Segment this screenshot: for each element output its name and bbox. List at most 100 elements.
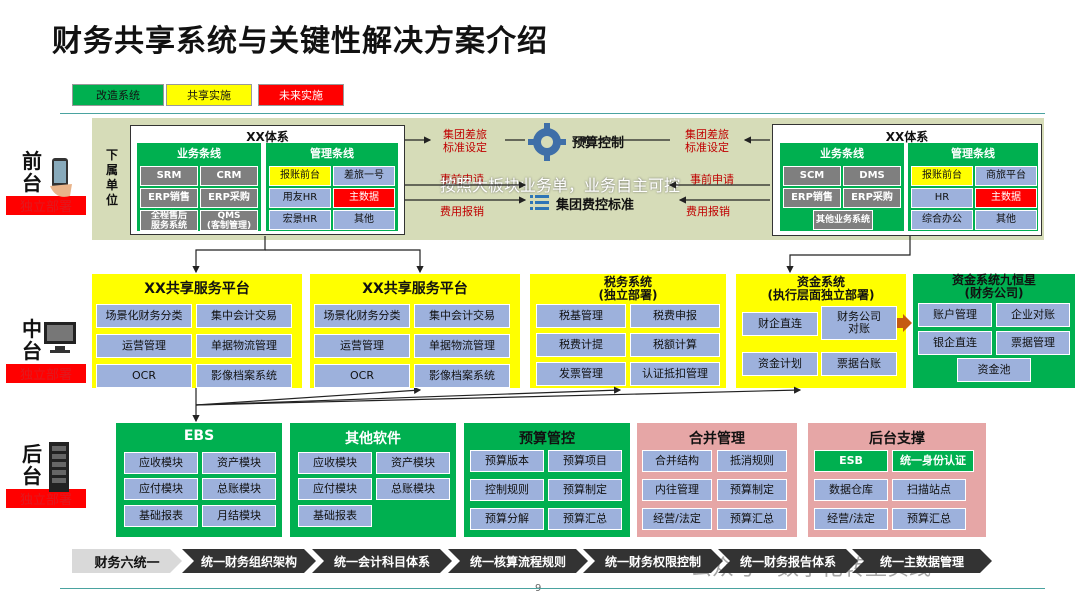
middle-label: 中 台 xyxy=(22,317,42,363)
gear-icon xyxy=(528,123,566,161)
consolidation-item: 经营/法定 xyxy=(642,508,712,530)
budget-item: 预算制定 xyxy=(548,479,622,501)
left-pre-application: 事前申请 xyxy=(440,173,484,186)
other-software-item: 基础报表 xyxy=(298,505,372,527)
front-layer-label: 前 台 独立部署 xyxy=(6,150,86,215)
tax-item: 税基管理 xyxy=(536,304,626,328)
erp-purchase-cell: ERP采购 xyxy=(200,188,258,208)
right-pre-application: 事前申请 xyxy=(690,173,734,186)
fund-item: 财务公司 对账 xyxy=(821,306,897,340)
left-travel-standard: 集团差旅 标准设定 xyxy=(443,128,487,154)
back-layer-label: 后 台 独立部署 xyxy=(6,442,86,508)
consolidation-title: 合并管理 xyxy=(689,431,745,447)
fund9-item: 资金池 xyxy=(957,358,1031,382)
other-software-item: 应付模块 xyxy=(298,478,372,500)
ssc2-title: XX共享服务平台 xyxy=(362,281,468,297)
other-software-title: 其他软件 xyxy=(345,431,401,447)
left-system-title: XX体系 xyxy=(246,130,289,144)
support-item: 预算汇总 xyxy=(892,508,966,530)
support-item: 数据仓库 xyxy=(814,479,888,501)
support-title: 后台支撑 xyxy=(869,431,925,447)
expense-standard-label: 集团费控标准 xyxy=(556,198,635,213)
ssc2-item: 集中会计交易 xyxy=(414,304,510,328)
ssc1-item: 影像档案系统 xyxy=(196,364,292,388)
fund-item: 财企直连 xyxy=(742,312,818,336)
right-travel-standard: 集团差旅 标准设定 xyxy=(685,128,729,154)
erp-sales-cell: ERP销售 xyxy=(140,188,198,208)
legend-yellow: 共享实施 xyxy=(166,84,252,106)
right-erp-purchase-cell: ERP采购 xyxy=(843,188,901,208)
budget-item: 预算分解 xyxy=(470,508,544,530)
phone-icon xyxy=(50,158,72,197)
ebs-title: EBS xyxy=(183,428,215,444)
tax-item: 发票管理 xyxy=(536,362,626,386)
office-cell: 综合办公 xyxy=(911,210,973,230)
other-software-item: 总账模块 xyxy=(376,478,450,500)
budget-item: 预算项目 xyxy=(548,450,622,472)
divider xyxy=(60,113,1045,114)
right-system-title: XX体系 xyxy=(885,130,929,144)
right-mgmt-title: 管理条线 xyxy=(951,147,995,160)
travel-cell: 差旅一号 xyxy=(333,166,395,186)
fund9-item: 票据管理 xyxy=(996,331,1070,355)
budget-item: 预算汇总 xyxy=(548,508,622,530)
fund-item: 资金计划 xyxy=(742,352,818,376)
ssc1-item: OCR xyxy=(96,364,192,388)
tax-item: 税费计提 xyxy=(536,333,626,357)
unification-step: 统一核算流程规则 xyxy=(448,549,588,573)
fund9-title: 资金系统九恒星 (财务公司) xyxy=(951,273,1036,300)
consolidation-item: 合并结构 xyxy=(642,450,712,472)
other-cell: 其他 xyxy=(333,210,395,230)
fund-title: 资金系统 (执行层面独立部署) xyxy=(767,275,875,302)
unification-step: 统一主数据管理 xyxy=(852,549,992,573)
back-sub: 独立部署 xyxy=(6,489,86,508)
other-software-item: 资产模块 xyxy=(376,452,450,474)
qms-cell: QMS (客制管理) xyxy=(200,210,258,231)
arrow-right-icon xyxy=(894,314,912,332)
right-erp-sales-cell: ERP销售 xyxy=(783,188,841,208)
right-report-front-cell: 报账前台 xyxy=(911,166,973,186)
ssc1-item: 运营管理 xyxy=(96,334,192,358)
business-travel-cell: 商旅平台 xyxy=(975,166,1037,186)
ebs-item: 应收模块 xyxy=(124,452,198,474)
support-item: 扫描站点 xyxy=(892,479,966,501)
ebs-item: 应付模块 xyxy=(124,478,198,500)
srm-cell: SRM xyxy=(140,166,198,186)
legend-red: 未来实施 xyxy=(258,84,344,106)
fund-item: 票据台账 xyxy=(821,352,897,376)
scm-cell: SCM xyxy=(783,166,841,186)
consolidation-item: 预算汇总 xyxy=(717,508,787,530)
left-mgmt-title: 管理条线 xyxy=(310,147,354,160)
page-title: 财务共享系统与关键性解决方案介绍 xyxy=(52,24,548,59)
right-hr-cell: HR xyxy=(911,188,973,208)
consolidation-item: 内往管理 xyxy=(642,479,712,501)
yonyou-hr-cell: 用友HR xyxy=(269,188,331,208)
tax-title: 税务系统 (独立部署) xyxy=(598,275,658,302)
budget-item: 控制规则 xyxy=(470,479,544,501)
left-reimbursement: 费用报销 xyxy=(440,205,484,218)
overlay-caption: 按照大板块业务单，业务自主可控 xyxy=(440,176,681,195)
ebs-item: 基础报表 xyxy=(124,505,198,527)
budget-item: 预算版本 xyxy=(470,450,544,472)
consolidation-item: 抵消规则 xyxy=(717,450,787,472)
ssc2-item: OCR xyxy=(314,364,410,388)
ssc2-item: 运营管理 xyxy=(314,334,410,358)
six-unification-label: 财务六统一 xyxy=(72,549,182,573)
footer-line xyxy=(60,588,1045,589)
ssc1-item: 集中会计交易 xyxy=(196,304,292,328)
crm-cell: CRM xyxy=(200,166,258,186)
support-item: ESB xyxy=(814,450,888,472)
dms-cell: DMS xyxy=(843,166,901,186)
other-biz-cell: 其他业务系统 xyxy=(813,210,873,230)
other-software-item: 应收模块 xyxy=(298,452,372,474)
middle-sub: 独立部署 xyxy=(6,364,86,383)
unification-step: 统一财务权限控制 xyxy=(583,549,723,573)
ssc1-item: 场景化财务分类 xyxy=(96,304,192,328)
support-item: 经营/法定 xyxy=(814,508,888,530)
front-sub: 独立部署 xyxy=(6,196,86,215)
budget-title: 预算管控 xyxy=(519,431,575,447)
report-front-cell: 报账前台 xyxy=(269,166,331,186)
unification-step: 统一会计科目体系 xyxy=(312,549,452,573)
hongjing-hr-cell: 宏景HR xyxy=(269,210,331,230)
after-sales-cell: 全程售后 服务系统 xyxy=(140,210,198,231)
